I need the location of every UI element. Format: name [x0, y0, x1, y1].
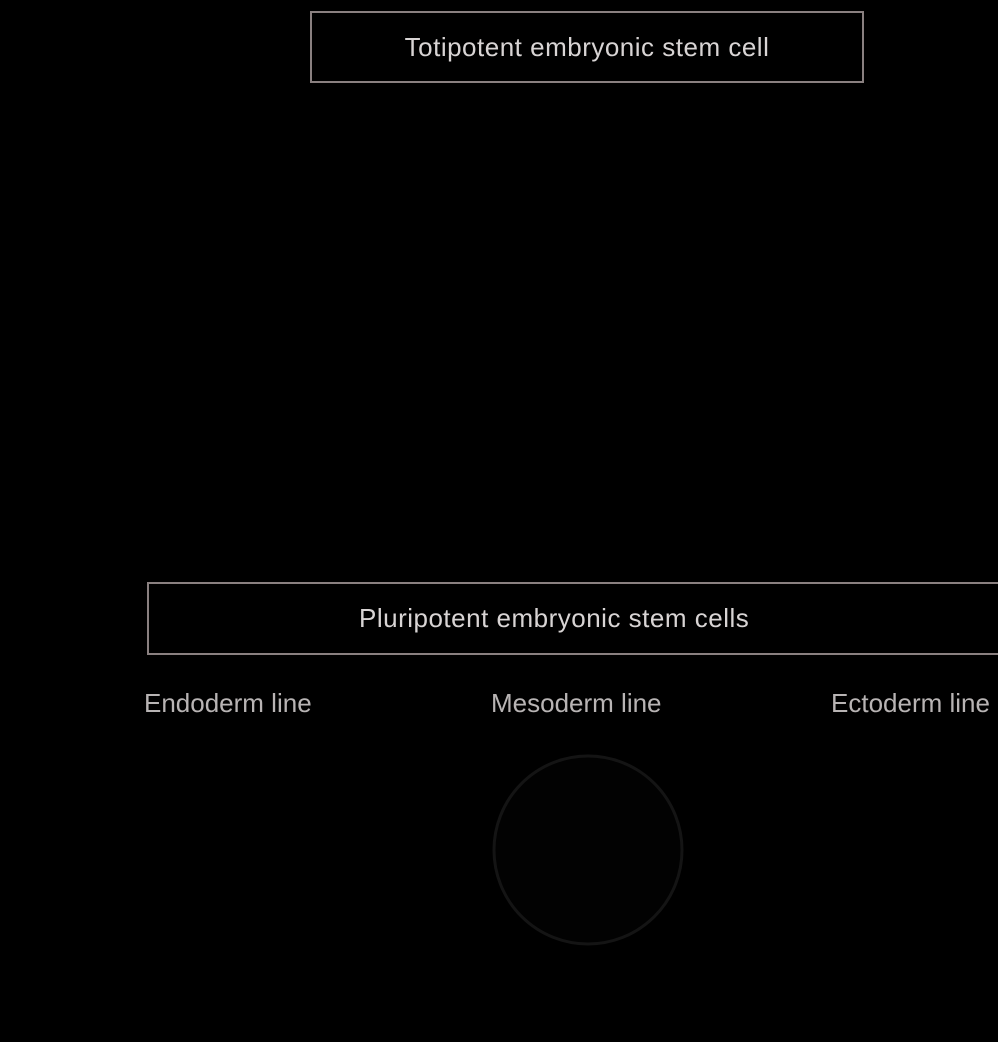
- endoderm-line-label: Endoderm line: [144, 688, 312, 718]
- pluripotent-cells-label: Pluripotent embryonic stem cells: [359, 603, 750, 633]
- mesoderm-line-label: Mesoderm line: [491, 688, 662, 718]
- totipotent-cell-label: Totipotent embryonic stem cell: [404, 31, 770, 62]
- pluripotent-cells-box: Pluripotent embryonic stem cells: [147, 582, 998, 655]
- ectoderm-line-label: Ectoderm line: [831, 688, 990, 718]
- cell-circle-icon: [492, 754, 684, 946]
- totipotent-cell-box: Totipotent embryonic stem cell: [310, 11, 864, 83]
